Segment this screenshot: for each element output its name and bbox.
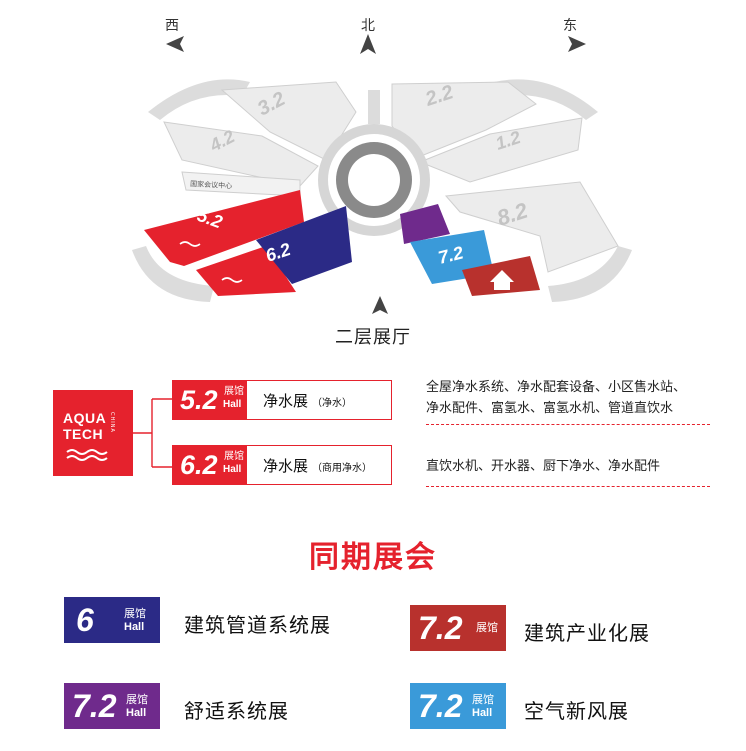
wave-logo-icon (66, 449, 108, 461)
desc-line: 全屋净水系统、净水配套设备、小区售水站、 (426, 380, 687, 395)
badge-zg: 展馆 (476, 621, 498, 634)
hall-title: 净水展（商用净水） (263, 455, 372, 476)
hall-title-text: 净水展 (263, 392, 309, 410)
badge-zg: 展馆 (472, 693, 494, 706)
badge-zg: 展馆 (124, 607, 146, 620)
hall-tag: 5.2 展馆 Hall (173, 381, 247, 419)
aquatech-logo-line1: AQUA (63, 410, 107, 426)
badge-number: 7.2 (72, 688, 117, 724)
floor-map: 3.2 4.2 2.2 1.2 8.2 5.2 6.2 7.2 国家会议中心 (132, 34, 632, 314)
convention-center-label: 国家会议中心 (190, 179, 232, 190)
dashed-divider (426, 486, 710, 487)
north-arrow-icon (360, 34, 376, 54)
map-band-ne (494, 79, 598, 120)
hall-row-6-2: 6.2 展馆 Hall 净水展（商用净水） (172, 445, 392, 485)
badge-number: 7.2 (418, 688, 463, 724)
hall-block-8-2 (444, 181, 619, 273)
hall-en-label: Hall (223, 464, 242, 475)
hall-block-6-2-navy (256, 206, 352, 284)
road-north (368, 90, 380, 124)
hall-block-2-2 (391, 81, 537, 159)
map-band-se (548, 246, 632, 302)
hall-desc-5-2: 全屋净水系统、净水配套设备、小区售水站、 净水配件、富氢水、富氢水机、管道直饮水 (426, 377, 686, 419)
hall-title-text: 净水展 (263, 457, 309, 475)
dashed-divider (426, 424, 710, 425)
concurrent-badge-7-2-brick: 7.2 展馆 (410, 605, 506, 651)
hall-title-sub: （净水） (312, 398, 353, 409)
floor-caption: 二层展厅 (335, 327, 411, 348)
badge-hall: Hall (472, 707, 493, 719)
concurrent-name: 建筑产业化展 (524, 621, 650, 645)
east-arrow-icon (568, 36, 586, 52)
concurrent-badge-7-2-purple: 7.2 展馆 Hall (64, 683, 160, 729)
badge-hall: Hall (126, 707, 147, 719)
concurrent-title: 同期展会 (309, 540, 437, 575)
hall-block-4-2 (163, 121, 319, 187)
badge-hall: Hall (124, 621, 145, 633)
concurrent-name: 舒适系统展 (184, 699, 289, 723)
aquatech-logo-line3: CHINA (109, 412, 115, 433)
hall-title: 净水展（净水） (263, 390, 352, 411)
hall-row-5-2: 5.2 展馆 Hall 净水展（净水） (172, 380, 392, 420)
concurrent-badge-7-2-sky: 7.2 展馆 Hall (410, 683, 506, 729)
connector-lines (133, 398, 172, 468)
badge-number: 7.2 (418, 610, 463, 646)
concurrent-name: 空气新风展 (524, 699, 629, 723)
hall-block-7-2-purple (400, 204, 450, 244)
hall-block-5-2 (144, 190, 304, 266)
badge-zg: 展馆 (126, 693, 148, 706)
concurrent-badge-6: 6 展馆 Hall (64, 597, 160, 643)
hall-number: 6.2 (180, 450, 218, 480)
hall-zg-label: 展馆 (224, 451, 244, 462)
hall-desc-6-2: 直饮水机、开水器、厨下净水、净水配件 (426, 456, 660, 477)
house-icon (490, 270, 514, 290)
roundabout-inner (348, 154, 400, 206)
badge-number: 6 (76, 602, 94, 638)
hall-block-6-2-red (196, 246, 296, 296)
hall-en-label: Hall (223, 399, 242, 410)
concurrent-name: 建筑管道系统展 (184, 613, 331, 637)
compass-west-label: 西 (165, 18, 179, 34)
hall-tag: 6.2 展馆 Hall (173, 446, 247, 484)
wave-icon (179, 241, 201, 247)
hall-zg-label: 展馆 (224, 386, 244, 397)
aquatech-logo-line2: TECH (63, 426, 104, 442)
hall-number: 5.2 (180, 385, 218, 415)
map-band-sw (132, 246, 214, 302)
south-arrow-icon (372, 296, 388, 314)
compass-east-label: 东 (563, 18, 577, 34)
desc-line: 直饮水机、开水器、厨下净水、净水配件 (426, 459, 661, 474)
hall-title-sub: （商用净水） (312, 463, 373, 474)
west-arrow-icon (166, 36, 184, 52)
aquatech-logo: AQUA TECH CHINA (53, 390, 133, 476)
hall-block-1-2 (418, 117, 583, 183)
compass-north-label: 北 (361, 18, 375, 34)
wave-icon-2 (221, 277, 243, 283)
desc-line: 净水配件、富氢水、富氢水机、管道直饮水 (426, 401, 674, 416)
